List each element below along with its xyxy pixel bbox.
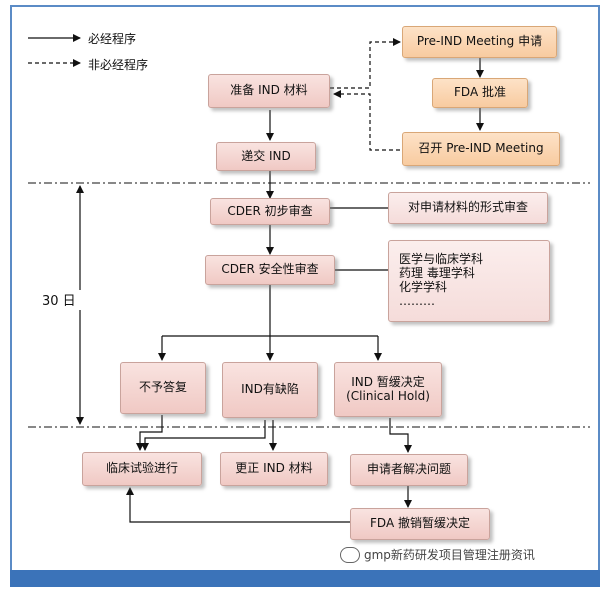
- dashed-hold-prepare: [333, 90, 400, 151]
- arrow-defect-trial: [141, 420, 266, 451]
- node-safety-disciplines: 医学与临床学科 药理 毒理学科 化学学科 ………: [388, 240, 550, 322]
- discipline-pharm-tox: 药理 毒理学科: [399, 266, 475, 281]
- discipline-more: ………: [399, 293, 435, 308]
- discipline-medical: 医学与临床学科: [399, 252, 484, 267]
- node-prepare-ind: 准备 IND 材料: [208, 74, 330, 108]
- node-ind-defect: IND有缺陷: [222, 362, 318, 418]
- node-fda-revoke-hold: FDA 撤销暂缓决定: [350, 508, 490, 540]
- legend-optional-label: 非必经程序: [88, 58, 149, 72]
- node-correct-ind: 更正 IND 材料: [220, 452, 328, 486]
- timeline-label: 30 日: [42, 294, 76, 309]
- node-applicant-resolve: 申请者解决问题: [350, 454, 468, 486]
- watermark: gmp新药研发项目管理注册资讯: [340, 546, 535, 563]
- node-clinical-hold: IND 暂缓决定 (Clinical Hold): [334, 362, 442, 417]
- node-pre-ind-apply: Pre-IND Meeting 申请: [402, 26, 557, 58]
- node-no-reply: 不予答复: [120, 362, 206, 414]
- arrow-revoke-trial: [126, 487, 350, 523]
- node-cder-initial-review: CDER 初步审查: [210, 198, 330, 225]
- discipline-chemistry: 化学学科: [399, 280, 448, 294]
- arrow-hold-resolve: [389, 418, 412, 453]
- node-cder-safety-review: CDER 安全性审查: [205, 255, 335, 285]
- wechat-icon: [340, 546, 360, 563]
- legend-required-label: 必经程序: [88, 32, 137, 46]
- clinical-hold-title: IND 暂缓决定: [351, 374, 425, 389]
- bottom-strip: [10, 570, 600, 587]
- node-formal-review: 对申请材料的形式审查: [388, 192, 548, 224]
- node-fda-approve: FDA 批准: [432, 78, 528, 108]
- dashed-prepare-preind: [330, 38, 401, 89]
- clinical-hold-subtitle: (Clinical Hold): [346, 388, 430, 403]
- node-clinical-trial: 临床试验进行: [82, 452, 202, 486]
- node-submit-ind: 递交 IND: [216, 142, 316, 171]
- arrow-noreply-trial: [136, 415, 163, 451]
- node-pre-ind-hold: 召开 Pre-IND Meeting: [402, 132, 560, 166]
- watermark-text: gmp新药研发项目管理注册资讯: [364, 548, 535, 562]
